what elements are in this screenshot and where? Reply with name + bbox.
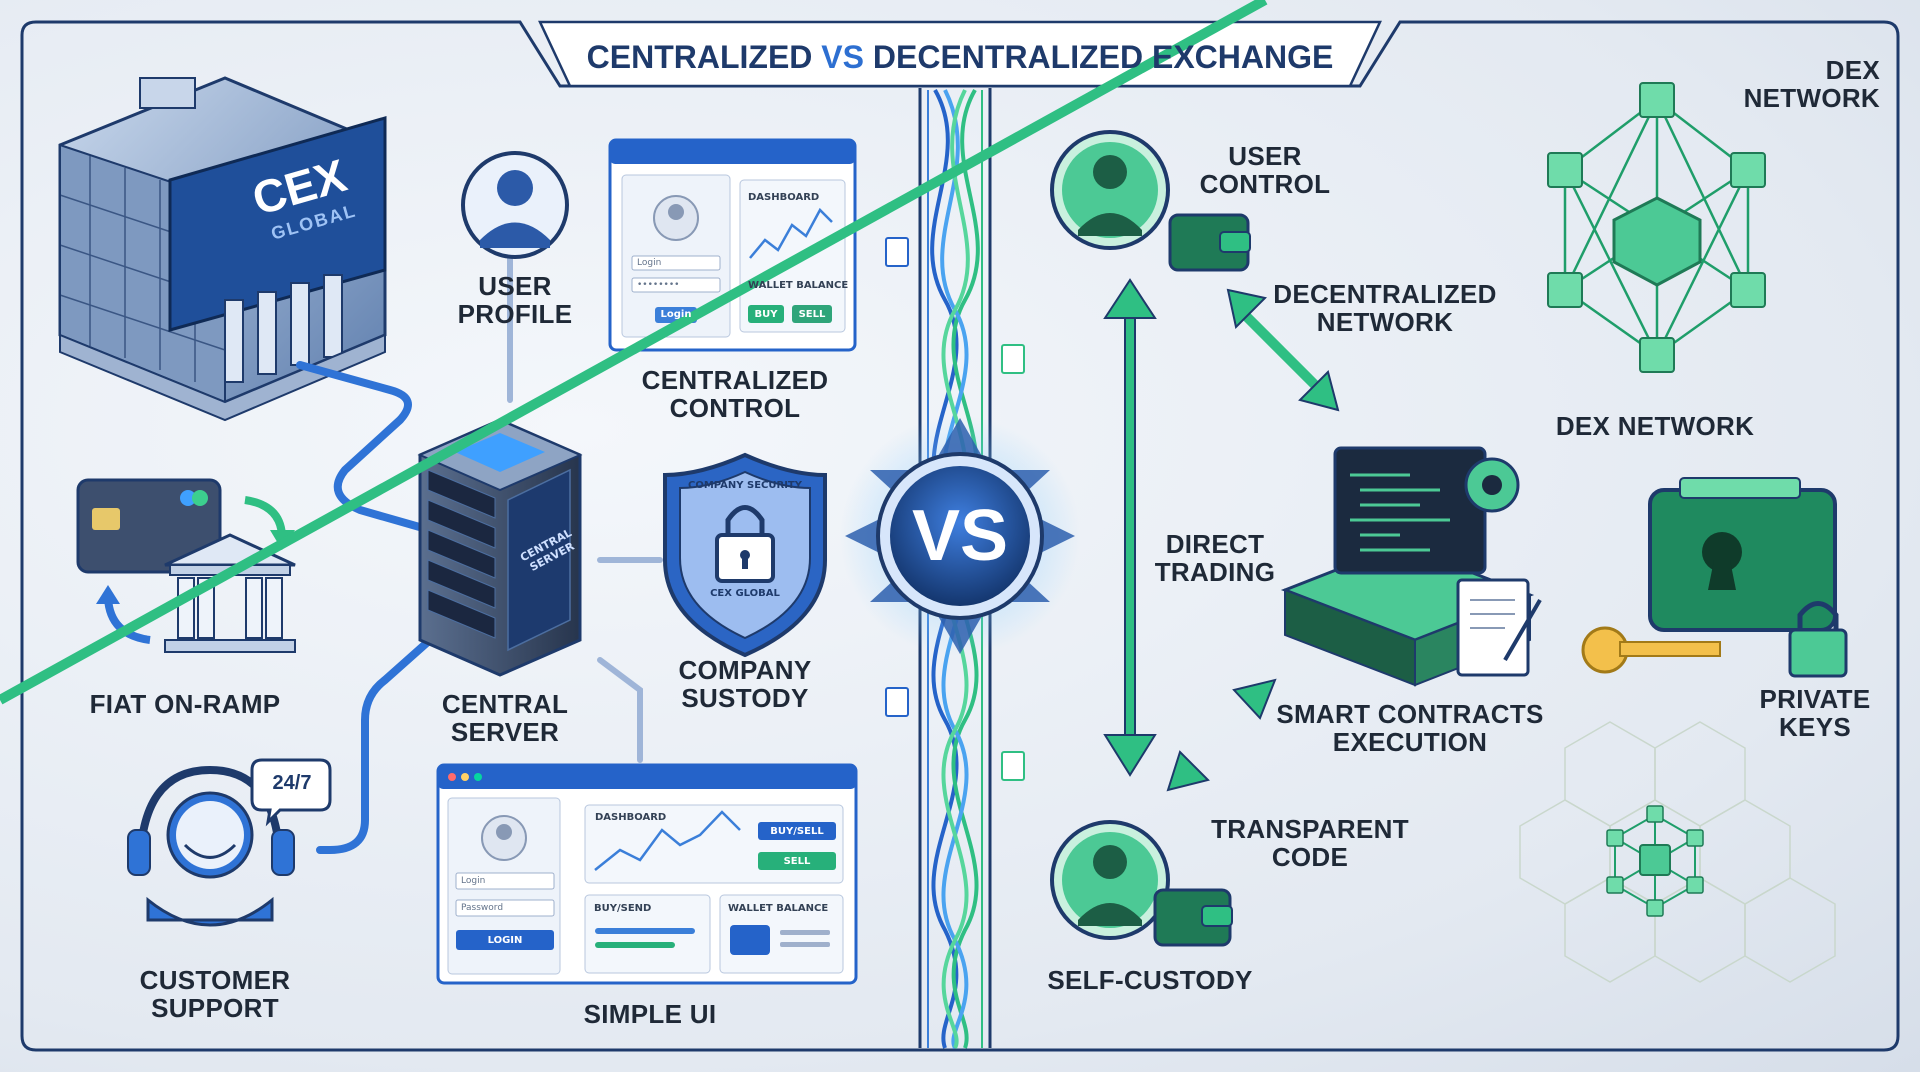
shield-bottom-text: CEX GLOBAL — [710, 588, 780, 599]
top-ui-login-button[interactable]: Login — [660, 309, 692, 320]
top-ui-login-field: Login — [637, 258, 662, 268]
hex-mesh — [1519, 721, 1836, 983]
label-self-custody: SELF-CUSTODY — [1047, 965, 1253, 995]
bottom-ui-password-field: Password — [461, 903, 504, 913]
label-fiat-on-ramp: FIAT ON-RAMP — [89, 689, 281, 719]
self-custody-icon — [1050, 820, 1233, 947]
label-decentralized-network: DECENTRALIZED NETWORK — [1273, 279, 1497, 337]
vs-badge-text: VS — [911, 496, 1009, 576]
bottom-ui-dashboard: DASHBOARD — [595, 812, 667, 823]
top-ui-mock — [608, 138, 857, 352]
top-ui-password-field: •••••••• — [637, 280, 680, 290]
user-profile-icon — [461, 151, 569, 259]
support-247-badge: 24/7 — [272, 772, 312, 794]
private-keys-icon — [1581, 477, 1848, 678]
label-smart-contracts: SMART CONTRACTS EXECUTION — [1276, 699, 1544, 757]
top-ui-wallet-balance: WALLET BALANCE — [748, 280, 849, 291]
bottom-ui-login-button[interactable]: LOGIN — [487, 935, 523, 946]
label-company-custody: COMPANY SUSTODY — [678, 655, 812, 713]
bottom-ui-wallet-balance: WALLET BALANCE — [728, 903, 829, 914]
shield-top-text: COMPANY SECURITY — [687, 480, 802, 491]
central-server — [417, 418, 583, 677]
label-dex-network-top: DEX NETWORK — [1743, 55, 1880, 113]
outer-frame — [20, 20, 1900, 1052]
bottom-ui-buy-sell-button[interactable]: BUY/SELL — [770, 826, 824, 837]
fiat-on-ramp-icon — [76, 478, 296, 653]
cex-building — [58, 76, 387, 422]
small-dex-node — [1606, 805, 1704, 917]
title-vs: VS — [821, 39, 864, 75]
vs-badge — [840, 416, 1080, 656]
smart-contracts-icon — [1280, 446, 1542, 687]
label-simple-ui: SIMPLE UI — [583, 999, 717, 1029]
label-user-control: USER CONTROL — [1199, 141, 1331, 199]
title-banner — [538, 20, 1382, 88]
bottom-ui-buy-send: BUY/SEND — [594, 903, 652, 914]
label-direct-trading: DIRECT TRADING — [1154, 529, 1276, 587]
page-title: CENTRALIZED VS DECENTRALIZED EXCHANGE — [540, 28, 1380, 86]
bottom-ui-mock — [436, 763, 858, 985]
top-ui-sell-button[interactable]: SELL — [798, 309, 826, 320]
dex-network-graph — [1547, 82, 1766, 373]
label-central-server: CENTRAL SERVER — [441, 689, 569, 747]
bottom-ui-sell-button[interactable]: SELL — [783, 856, 811, 867]
label-customer-support: CUSTOMER SUPPORT — [139, 965, 291, 1023]
title-part1: CENTRALIZED — [586, 39, 813, 75]
customer-support-icon — [127, 758, 332, 927]
document-icons — [885, 237, 1025, 781]
top-ui-buy-button[interactable]: BUY — [754, 309, 778, 320]
label-dex-network: DEX NETWORK — [1555, 411, 1755, 441]
label-private-keys: PRIVATE KEYS — [1759, 684, 1871, 742]
dex-arrows — [0, 0, 1340, 792]
user-control-icon — [1050, 130, 1251, 272]
label-centralized-control: CENTRALIZED CONTROL — [641, 365, 829, 423]
title-part2: DECENTRALIZED EXCHANGE — [872, 39, 1334, 75]
top-ui-dashboard: DASHBOARD — [748, 192, 820, 203]
label-transparent-code: TRANSPARENT CODE — [1211, 814, 1409, 872]
bottom-ui-login-field: Login — [461, 876, 486, 886]
company-security-shield — [663, 452, 827, 658]
label-user-profile: USER PROFILE — [457, 271, 573, 329]
